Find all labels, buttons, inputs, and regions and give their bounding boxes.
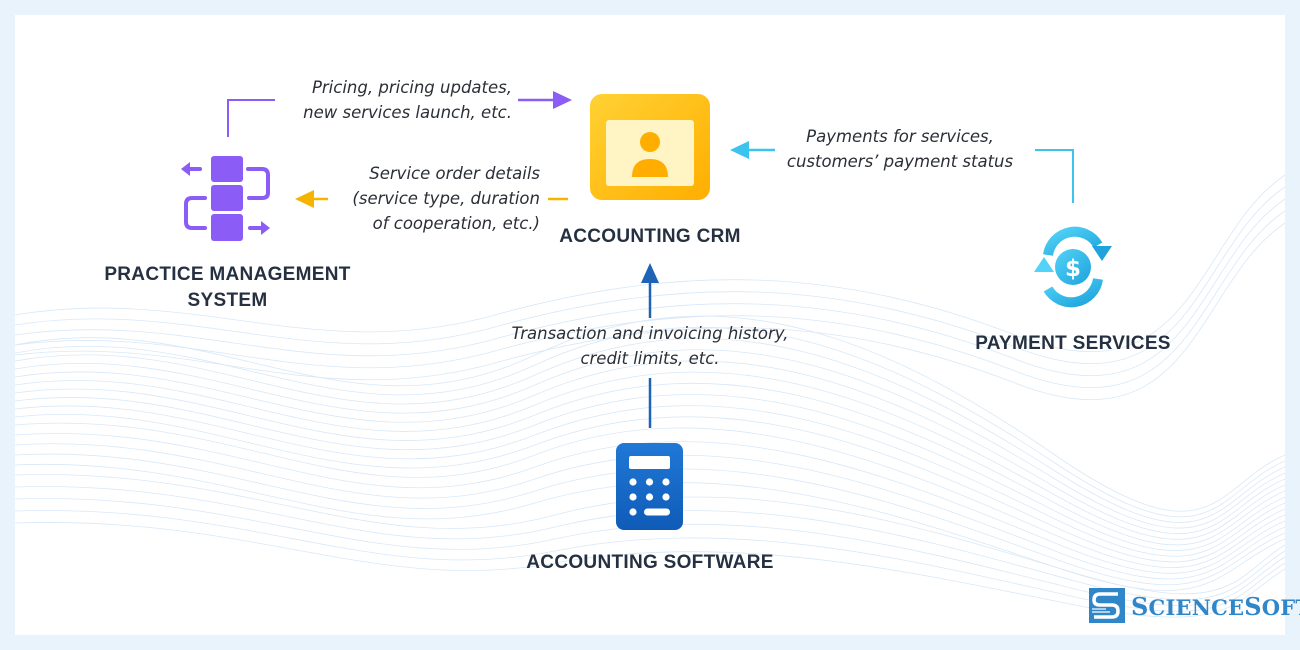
- arrowhead-right-icon: [553, 91, 572, 109]
- arrowhead-left-icon: [295, 190, 314, 208]
- payments-note-line2: customers’ payment status: [786, 152, 1014, 171]
- orders-note-line3: of cooperation, etc.): [372, 214, 540, 233]
- transactions-connector: [641, 263, 659, 428]
- payments-note: Payments for services, customers’ paymen…: [775, 124, 1025, 174]
- pricing-note-line2: new services launch, etc.: [303, 103, 512, 122]
- payments-note-line1: Payments for services,: [806, 127, 994, 146]
- modules-flow-icon: [181, 156, 270, 241]
- orders-note: Service order details (service type, dur…: [330, 161, 540, 236]
- payment-services-label: PAYMENT SERVICES: [975, 333, 1171, 354]
- orders-connector: [295, 190, 568, 208]
- pricing-note-line1: Pricing, pricing updates,: [311, 78, 512, 97]
- transactions-note-line1: Transaction and invoicing history,: [511, 324, 789, 343]
- sciencesoft-logo-icon: [1089, 588, 1125, 623]
- pms-label-line1: PRACTICE MANAGEMENT: [104, 264, 351, 285]
- orders-note-line2: (service type, duration: [352, 189, 540, 208]
- pricing-connector: [227, 91, 572, 137]
- pms-label-line2: SYSTEM: [187, 290, 268, 311]
- brand-name: SCIENCESOFT: [1131, 592, 1300, 621]
- orders-note-line1: Service order details: [369, 164, 540, 183]
- arrowhead-up-icon: [641, 263, 659, 283]
- payments-connector: [730, 141, 1074, 203]
- crm-label: ACCOUNTING CRM: [559, 226, 741, 247]
- background-wave-pattern: [15, 174, 1285, 618]
- arrowhead-left-icon: [730, 141, 749, 159]
- dollar-cycle-icon: $: [1034, 226, 1112, 308]
- svg-text:$: $: [1065, 256, 1081, 282]
- calculator-icon: [616, 443, 683, 530]
- pricing-note: Pricing, pricing updates, new services l…: [282, 75, 512, 125]
- transactions-note-line2: credit limits, etc.: [580, 349, 720, 368]
- accounting-software-label: ACCOUNTING SOFTWARE: [526, 552, 774, 573]
- transactions-note: Transaction and invoicing history, credi…: [490, 321, 810, 371]
- pms-label: PRACTICE MANAGEMENT SYSTEM: [90, 262, 365, 314]
- user-window-icon: [590, 94, 710, 200]
